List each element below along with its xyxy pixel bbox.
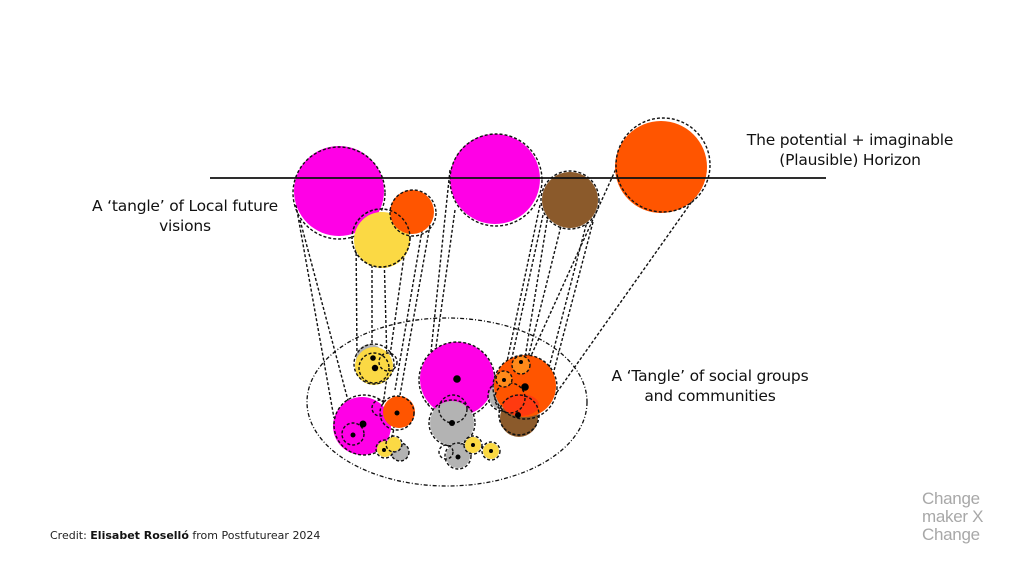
bottom-yellow-small-4-dot	[489, 449, 493, 453]
social-groups-label-line2: and communities	[644, 387, 776, 405]
projection-line-2	[299, 219, 351, 409]
bottom-yellow-small-dot	[382, 448, 386, 452]
bottom-orange-right-outline	[492, 354, 558, 420]
bottom-yellow-small-4-outline	[481, 441, 501, 461]
local-visions-label-line2: visions	[159, 217, 211, 235]
bottom-yellow-small-3-outline	[463, 435, 483, 455]
top-circle-orange-1-fill	[390, 190, 434, 234]
bottom-orange-left-dot	[394, 410, 400, 416]
bottom-magenta-center-dot	[453, 375, 461, 383]
bottom-yellow-dot-1	[370, 355, 376, 361]
bottom-yellow-small-ring	[378, 352, 398, 372]
credit-suffix: from Postfuturear 2024	[192, 529, 321, 542]
bottom-red-orange-fill	[503, 394, 539, 416]
top-circle-orange-2-fill	[615, 121, 707, 213]
top-circle-brown-1-fill	[542, 172, 598, 228]
bottom-orange-right-dot	[521, 383, 529, 391]
bottom-magenta-inner-dot	[350, 432, 356, 438]
projection-line-10	[427, 209, 456, 406]
bottom-yellow-inner-ring	[358, 352, 390, 384]
projection-line-18	[554, 189, 701, 396]
bottom-yellow-small-3-dot	[471, 443, 475, 447]
projection-line-17	[519, 137, 631, 381]
social-groups-label-line1: A ‘Tangle’ of social groups	[611, 367, 809, 385]
credit-prefix: Credit:	[50, 529, 87, 542]
top-circle-magenta-1-outline	[292, 146, 386, 240]
bottom-brown-right-dot	[515, 412, 521, 418]
horizon-label-line1: The potential + imaginable	[746, 131, 954, 149]
bottom-yellow-small-2-fill	[387, 437, 401, 451]
bottom-orange-left-outline	[379, 395, 415, 431]
projection-line-8	[399, 224, 431, 396]
projection-line-9	[426, 169, 451, 391]
changemaker-logo: Change maker X Change	[922, 490, 1002, 544]
bottom-light-orange-left-dot	[502, 378, 506, 382]
credit-author: Elisabet Roselló	[90, 529, 189, 542]
bottom-yellow-group-outline	[353, 343, 395, 385]
bottom-yellow-small-2-outline	[385, 435, 403, 453]
bottom-light-orange-top-fill	[512, 356, 530, 374]
projection-line-1	[295, 204, 335, 419]
horizon-label: The potential + imaginable (Plausible) H…	[730, 130, 970, 170]
social-groups-label: A ‘Tangle’ of social groups and communit…	[590, 366, 830, 406]
bottom-gray-small-3-dot	[455, 454, 461, 460]
top-circle-orange-1-outline	[389, 189, 437, 237]
top-circle-magenta-2-fill	[450, 134, 540, 224]
projection-line-14	[519, 221, 563, 391]
bottom-light-orange-top-dot	[519, 360, 523, 364]
logo-line1: Change	[922, 489, 980, 508]
bottom-brown-right-outline	[498, 394, 540, 436]
bottom-light-orange-left-ring	[495, 370, 513, 388]
top-circle-yellow-1-overlap-outline	[351, 208, 411, 268]
logo-line2: maker X	[922, 507, 984, 526]
bottom-gray-small-ring	[438, 444, 454, 460]
bottom-light-orange-top-ring	[511, 355, 531, 375]
top-circle-orange-2-outline	[615, 117, 711, 213]
horizon-label-line2: (Plausible) Horizon	[779, 151, 921, 169]
top-circle-brown-1-outline	[540, 170, 600, 230]
projection-line-3	[355, 232, 358, 361]
community-ellipse	[306, 317, 588, 487]
bottom-yellow-dot-2	[371, 364, 379, 372]
bottom-gray-center-dot	[449, 420, 455, 426]
logo-line3: Change	[922, 525, 980, 544]
local-visions-label-line1: A ‘tangle’ of Local future	[92, 197, 278, 215]
local-visions-label: A ‘tangle’ of Local future visions	[70, 196, 300, 236]
credit-line: Credit: Elisabet Roselló from Postfuture…	[50, 529, 320, 542]
top-circle-magenta-1-fill	[294, 146, 384, 236]
bottom-magenta-inner-ring	[341, 422, 365, 446]
bottom-magenta-left-dot	[359, 420, 367, 428]
projection-line-7	[394, 224, 424, 391]
top-circle-magenta-2-outline	[449, 133, 543, 227]
bottom-gray-small-3-outline	[444, 442, 472, 470]
